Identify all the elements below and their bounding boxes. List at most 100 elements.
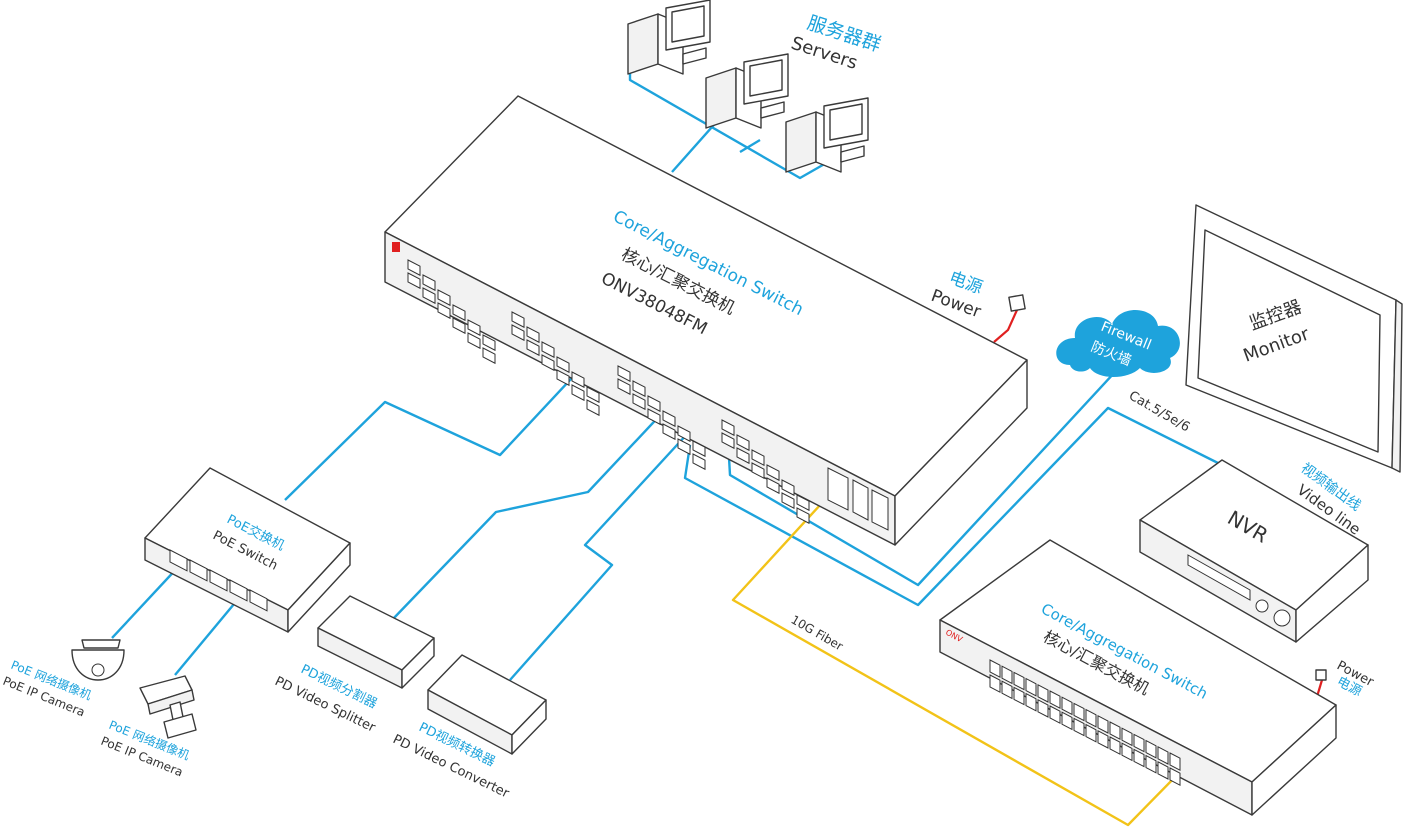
poe-switch-port [189, 559, 208, 582]
core-switch-port [662, 423, 676, 441]
power-socket-icon [1008, 294, 1026, 312]
core-switch-port [617, 378, 631, 396]
firewall-cloud: Firewall 防火墙 [1056, 309, 1180, 377]
core-switch-port [437, 289, 451, 307]
core-switch-2-port [1109, 721, 1121, 741]
core-switch-port [677, 425, 691, 443]
core-switch-port [422, 287, 436, 305]
cable-10g-fiber [731, 491, 1181, 827]
core-switch-port [647, 395, 661, 413]
core-switch-2-port [1049, 705, 1061, 725]
core-switch-main: Core/Aggregation Switch 核心/汇聚交换机 ONV3804… [384, 95, 1028, 546]
core-switch-port [571, 371, 585, 389]
core-switch-sfp-slots [827, 467, 889, 531]
bullet-camera [139, 675, 197, 739]
core-switch-2-port [1157, 745, 1169, 765]
core-switch-2-port [1001, 680, 1013, 700]
core-switch-2-port [1073, 702, 1085, 722]
core-switch-2-port [1121, 742, 1133, 762]
core-switch-port [586, 399, 600, 417]
poe-switch: PoE交换机 PoE Switch [144, 467, 351, 633]
power-outlet-secondary: Power 电源 [1315, 658, 1376, 700]
core-switch-port [677, 438, 691, 456]
core-switch-port [721, 419, 735, 437]
core-switch-2-port [1073, 717, 1085, 737]
core-switch-ports [407, 259, 810, 525]
core-switch-2-port [1133, 733, 1145, 753]
core-switch-2-port [989, 674, 1001, 694]
core-switch-port [751, 462, 765, 480]
server-3 [785, 97, 869, 173]
nvr-button-icon [1255, 599, 1269, 613]
core-switch-port [632, 393, 646, 411]
server-2 [705, 53, 789, 129]
core-switch-port [556, 356, 570, 374]
video-converter [427, 654, 547, 755]
core-switch-port [452, 304, 466, 322]
core-switch-port [751, 449, 765, 467]
core-switch-2-port [1169, 767, 1181, 787]
core-switch-port [766, 464, 780, 482]
cable-type-label: Cat.5/5e/6 [1126, 388, 1192, 435]
core-switch-port [586, 386, 600, 404]
core-switch-2-port [1169, 752, 1181, 772]
core-switch-port [482, 347, 496, 365]
core-switch-2-port [1109, 736, 1121, 756]
core-switch-port [662, 410, 676, 428]
core-switch-port [541, 354, 555, 372]
core-switch-2-port [1085, 723, 1097, 743]
core-switch-port [511, 324, 525, 342]
core-switch-side [894, 359, 1028, 546]
core-switch-port [721, 432, 735, 450]
cloud-icon [1056, 309, 1180, 377]
core-switch-2-port [1001, 665, 1013, 685]
onv-logo-icon [392, 242, 400, 252]
core-switch-port [692, 440, 706, 458]
dome-lens-icon [91, 663, 105, 677]
core-switch-port [511, 311, 525, 329]
core-switch-port [647, 408, 661, 426]
core-switch-port [796, 507, 810, 525]
core-switch-2-port [1145, 754, 1157, 774]
cable-core-splitter [391, 409, 666, 621]
core-switch-port [766, 477, 780, 495]
core-switch-2-port [1037, 683, 1049, 703]
server-group: 服务器群 Servers [627, 0, 884, 173]
core-switch-2-port [1037, 698, 1049, 718]
core-switch-2-port [1061, 711, 1073, 731]
core-switch-port [407, 259, 421, 277]
core-switch-2-port [1085, 708, 1097, 728]
core-switch-port [692, 453, 706, 471]
core-switch-2-port [1013, 671, 1025, 691]
cable-core-nvr [683, 406, 1223, 607]
core-switch-2-port [1025, 692, 1037, 712]
power-outlet-main: 电源 Power [928, 268, 1026, 322]
core-switch-port [467, 319, 481, 337]
core-switch-2-port [1061, 696, 1073, 716]
core-switch-2-port [1097, 714, 1109, 734]
video-splitter [317, 595, 435, 689]
core-switch-2-port [989, 659, 1001, 679]
core-switch-2-port [1013, 686, 1025, 706]
poe-switch-port [249, 589, 268, 612]
core-switch-2-port [1097, 729, 1109, 749]
core-switch-port [796, 494, 810, 512]
poe-switch-port [229, 579, 248, 602]
core-switch-port [482, 334, 496, 352]
core-switch-port [617, 365, 631, 383]
server-1 [627, 0, 711, 75]
core-switch-2-port [1133, 748, 1145, 768]
core-switch-port [556, 369, 570, 387]
core-switch-port [526, 326, 540, 344]
poe-switch-ports [169, 549, 268, 612]
core-switch-port [632, 380, 646, 398]
core-switch-port [452, 317, 466, 335]
cable-core-poe-switch [284, 349, 599, 501]
nvr-device: NVR [1139, 459, 1369, 643]
nvr-dial-icon [1273, 609, 1291, 627]
core-switch-2-port [1145, 739, 1157, 759]
core-switch-port [467, 332, 481, 350]
core-switch-2-port [1157, 760, 1169, 780]
core-switch-2-port [1121, 727, 1133, 747]
core-switch-2-port [1025, 677, 1037, 697]
